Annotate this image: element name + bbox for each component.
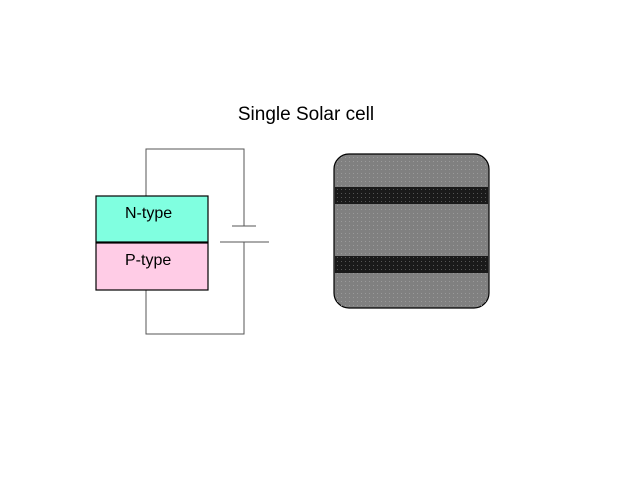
n-type-layer xyxy=(95,195,209,243)
diagram-title: Single Solar cell xyxy=(238,104,374,125)
pn-junction: N-type P-type xyxy=(95,195,209,291)
n-type-label: N-type xyxy=(125,205,172,222)
busbar-texture xyxy=(335,187,488,204)
circuit-wire xyxy=(145,148,245,335)
solar-cell-panel xyxy=(333,153,490,309)
p-type-label: P-type xyxy=(125,252,171,269)
cell-texture xyxy=(334,154,489,308)
busbar-texture xyxy=(335,256,488,273)
p-type-layer xyxy=(95,242,209,291)
battery-symbol xyxy=(220,225,269,243)
